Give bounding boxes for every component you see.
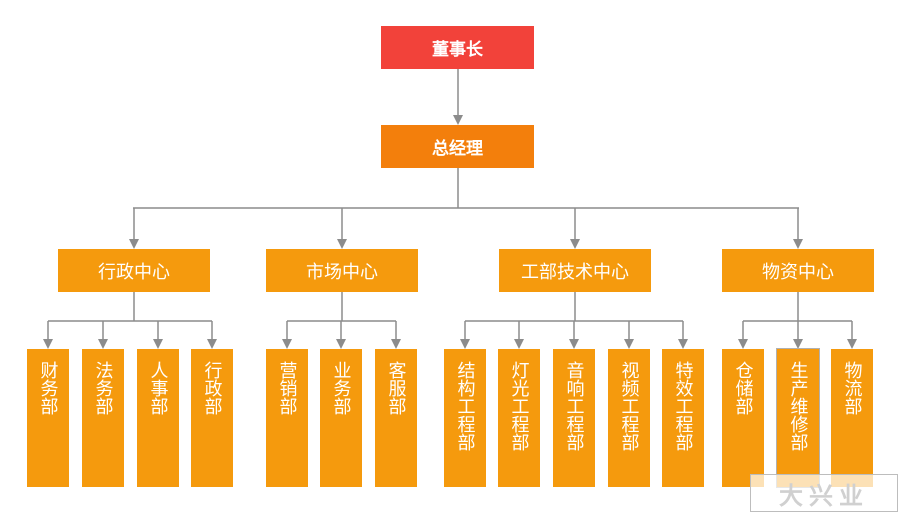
general-manager-box: 总经理 bbox=[381, 125, 534, 168]
department-label: 结构工程部 bbox=[454, 361, 476, 451]
center-label: 行政中心 bbox=[98, 261, 170, 283]
center-box: 工部技术中心 bbox=[499, 249, 651, 292]
center-box: 行政中心 bbox=[58, 249, 210, 292]
department-box: 营销部 bbox=[266, 349, 308, 487]
chairman-box: 董事长 bbox=[381, 26, 534, 69]
department-label: 人事部 bbox=[147, 361, 169, 415]
department-label: 财务部 bbox=[37, 361, 59, 415]
chairman-label: 董事长 bbox=[432, 40, 483, 60]
department-label: 营销部 bbox=[276, 361, 298, 415]
department-box: 特效工程部 bbox=[662, 349, 704, 487]
department-label: 音响工程部 bbox=[563, 361, 585, 451]
department-box: 业务部 bbox=[320, 349, 362, 487]
department-box: 生产维修部 bbox=[776, 348, 820, 488]
department-box: 仓储部 bbox=[722, 349, 764, 487]
department-box: 法务部 bbox=[82, 349, 124, 487]
center-label: 市场中心 bbox=[306, 261, 378, 283]
department-label: 特效工程部 bbox=[672, 361, 694, 451]
department-box: 结构工程部 bbox=[444, 349, 486, 487]
department-box: 物流部 bbox=[831, 349, 873, 487]
center-label: 工部技术中心 bbox=[521, 261, 629, 283]
department-label: 行政部 bbox=[201, 361, 223, 415]
department-box: 财务部 bbox=[27, 349, 69, 487]
department-label: 灯光工程部 bbox=[508, 361, 530, 451]
center-box: 市场中心 bbox=[266, 249, 418, 292]
department-label: 生产维修部 bbox=[787, 361, 809, 451]
center-box: 物资中心 bbox=[722, 249, 874, 292]
department-box: 灯光工程部 bbox=[498, 349, 540, 487]
department-box: 视频工程部 bbox=[608, 349, 650, 487]
department-label: 物流部 bbox=[841, 361, 863, 415]
general-manager-label: 总经理 bbox=[432, 139, 483, 159]
department-label: 业务部 bbox=[330, 361, 352, 415]
department-label: 客服部 bbox=[385, 361, 407, 415]
department-box: 客服部 bbox=[375, 349, 417, 487]
department-label: 视频工程部 bbox=[618, 361, 640, 451]
department-box: 音响工程部 bbox=[553, 349, 595, 487]
center-label: 物资中心 bbox=[762, 261, 834, 283]
department-box: 人事部 bbox=[137, 349, 179, 487]
department-box: 行政部 bbox=[191, 349, 233, 487]
watermark-logo: 大兴业 bbox=[750, 474, 898, 512]
department-label: 仓储部 bbox=[732, 361, 754, 415]
department-label: 法务部 bbox=[92, 361, 114, 415]
